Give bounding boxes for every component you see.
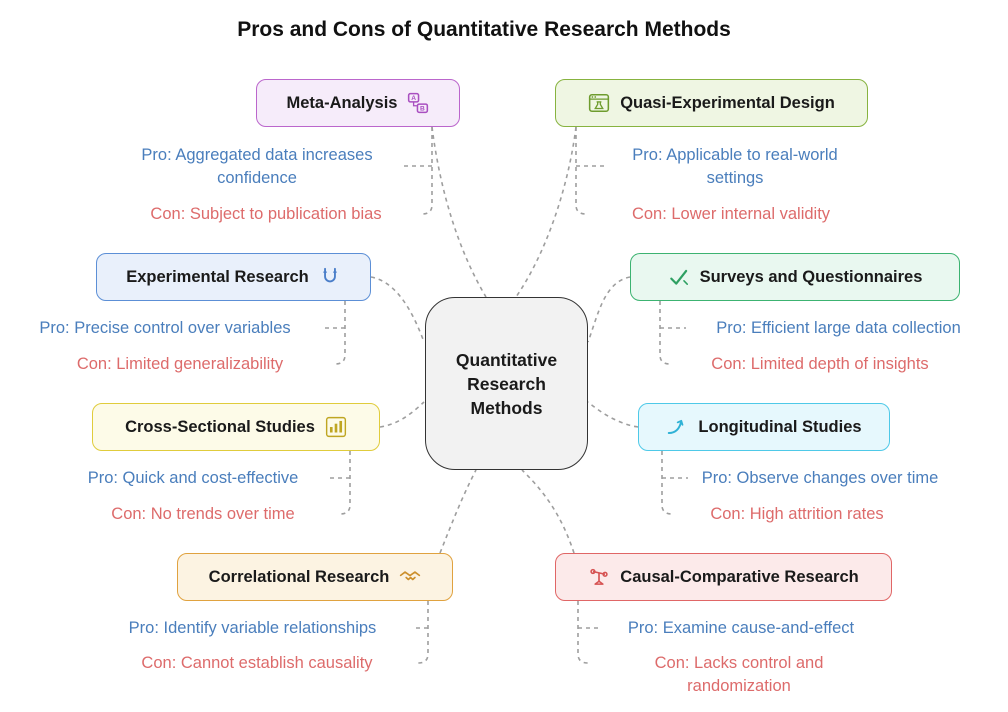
con-text: Con: Subject to publication bias bbox=[150, 205, 382, 223]
svg-text:A: A bbox=[412, 95, 417, 102]
pro-text: Pro: Observe changes over time bbox=[701, 469, 939, 487]
node-quasi-experimental-design: Quasi-Experimental Design bbox=[555, 79, 868, 127]
center-node-quantitative-research-methods: Quantitative Research Methods bbox=[425, 297, 588, 470]
node-longitudinal-studies: Longitudinal Studies bbox=[638, 403, 890, 451]
connector-meta-procon bbox=[402, 127, 433, 215]
page-title: Pros and Cons of Quantitative Research M… bbox=[237, 18, 731, 41]
browser-window-icon bbox=[588, 92, 610, 114]
connector-quasi-center bbox=[515, 126, 577, 298]
connector-correlational-center bbox=[439, 469, 477, 554]
check-icon bbox=[668, 266, 690, 288]
pro-text: Pro: Identify variable relationships bbox=[128, 619, 377, 637]
connector-experimental-center bbox=[370, 276, 425, 343]
node-label: Causal-Comparative Research bbox=[620, 567, 859, 586]
pro-text: Pro: Applicable to real-world settings bbox=[632, 146, 838, 187]
connector-cross-center bbox=[379, 401, 425, 428]
con-text: Con: High attrition rates bbox=[710, 505, 884, 523]
pro-text: Pro: Examine cause-and-effect bbox=[627, 619, 855, 637]
con-text: Con: Lower internal validity bbox=[631, 205, 831, 223]
connector-quasi-procon bbox=[575, 127, 606, 215]
connector-correlational-procon bbox=[412, 601, 429, 664]
node-cross-sectional-studies: Cross-Sectional Studies bbox=[92, 403, 380, 451]
pro-text: Pro: Precise control over variables bbox=[39, 319, 291, 337]
pro-text: Pro: Efficient large data collection bbox=[716, 319, 961, 337]
pro-text: Pro: Quick and cost-effective bbox=[87, 469, 299, 487]
con-text: Con: No trends over time bbox=[111, 505, 295, 523]
ab-test-icon: A B bbox=[407, 92, 429, 114]
node-label: Longitudinal Studies bbox=[698, 417, 862, 436]
node-label: Surveys and Questionnaires bbox=[699, 267, 923, 286]
svg-text:B: B bbox=[421, 105, 426, 112]
trend-arrow-icon bbox=[666, 416, 688, 438]
con-text: Con: Lacks control and randomization bbox=[654, 654, 824, 695]
node-label: Quasi-Experimental Design bbox=[620, 93, 835, 112]
node-label: Meta-Analysis bbox=[286, 93, 398, 112]
con-text: Con: Cannot establish causality bbox=[141, 654, 373, 672]
handshake-icon bbox=[399, 566, 421, 588]
node-experimental-research: Experimental Research bbox=[96, 253, 371, 301]
bar-chart-icon bbox=[325, 416, 347, 438]
node-label: Experimental Research bbox=[126, 267, 309, 286]
con-text: Con: Limited depth of insights bbox=[711, 355, 929, 373]
pro-text: Pro: Aggregated data increases confidenc… bbox=[141, 146, 373, 187]
connector-meta-center bbox=[431, 126, 487, 298]
connector-causal-center bbox=[521, 469, 575, 554]
magnet-icon bbox=[319, 266, 341, 288]
node-label: Correlational Research bbox=[208, 567, 390, 586]
connector-longitudinal-center bbox=[587, 401, 639, 428]
node-causal-comparative-research: Causal-Comparative Research bbox=[555, 553, 892, 601]
con-text: Con: Limited generalizability bbox=[76, 355, 284, 373]
node-correlational-research: Correlational Research bbox=[177, 553, 453, 601]
connector-surveys-center bbox=[587, 276, 631, 343]
node-label: Cross-Sectional Studies bbox=[125, 417, 315, 436]
node-surveys-and-questionnaires: Surveys and Questionnaires bbox=[630, 253, 960, 301]
balance-icon bbox=[588, 566, 610, 588]
node-meta-analysis: Meta-Analysis A B bbox=[256, 79, 460, 127]
